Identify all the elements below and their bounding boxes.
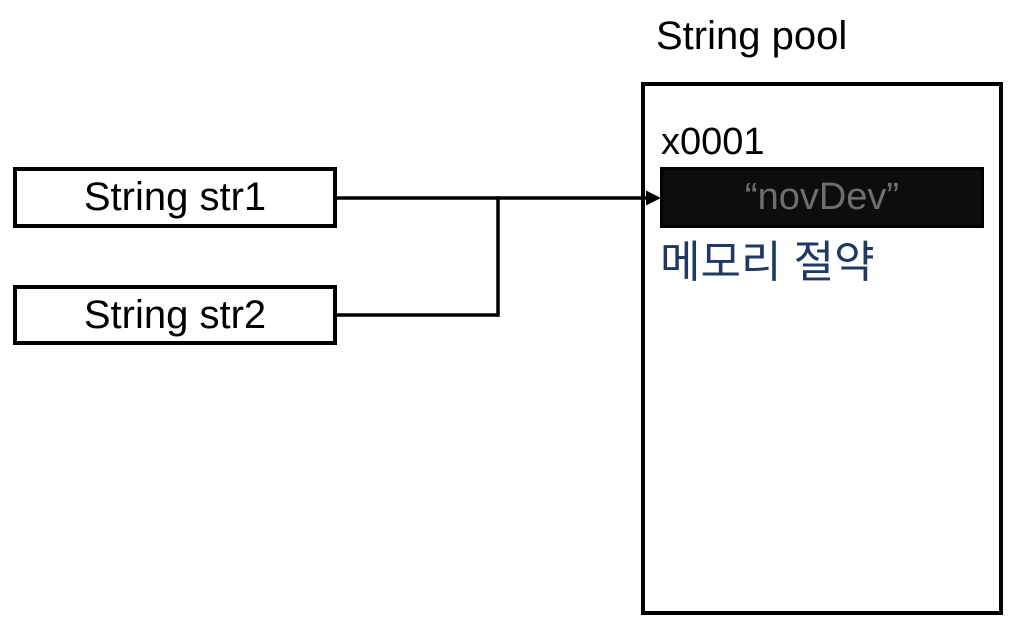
- reference-box-str1: String str1: [13, 167, 337, 228]
- pooled-string-box: “novDev”: [660, 167, 984, 228]
- reference-label-str2: String str2: [83, 292, 267, 337]
- pooled-string-value: “novDev”: [744, 176, 900, 218]
- reference-box-str2: String str2: [13, 285, 337, 345]
- string-pool-title: String pool: [656, 14, 848, 58]
- reference-label-str1: String str1: [83, 175, 267, 219]
- memory-saving-caption: 메모리 절약: [660, 238, 875, 287]
- pool-address-label: x0001: [661, 121, 765, 163]
